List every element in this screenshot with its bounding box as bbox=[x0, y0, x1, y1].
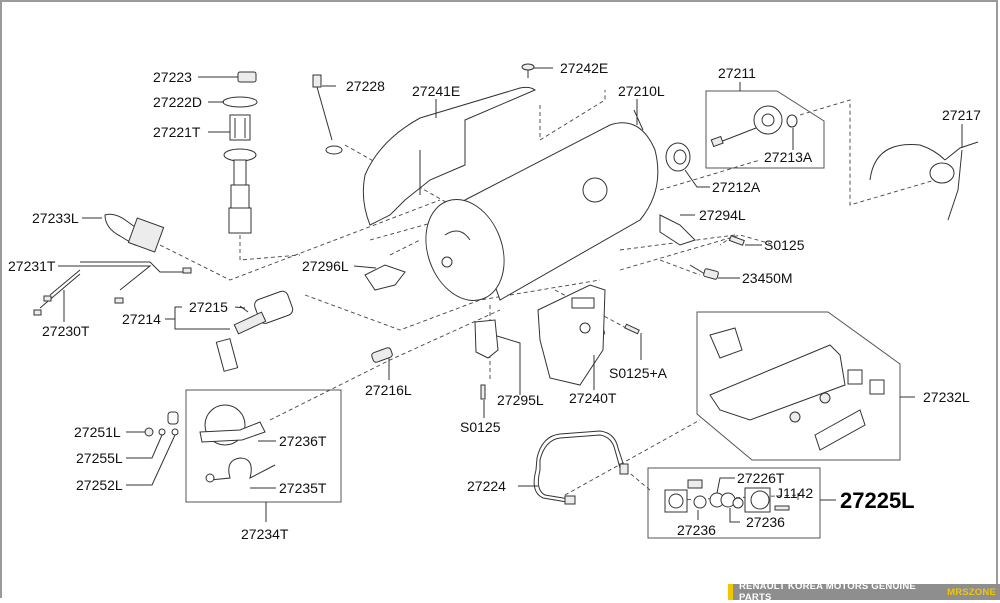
label-27236-right[interactable]: 27236 bbox=[746, 514, 785, 530]
label-27221T[interactable]: 27221T bbox=[153, 124, 201, 140]
label-27294L[interactable]: 27294L bbox=[699, 207, 746, 223]
label-27231T[interactable]: 27231T bbox=[8, 258, 56, 274]
label-27251L[interactable]: 27251L bbox=[74, 424, 121, 440]
footer-text: RENAULT KOREA MOTORS GENUINE PARTS bbox=[739, 581, 916, 603]
fuel-pump-module bbox=[222, 71, 258, 234]
label-S0125-right[interactable]: S0125 bbox=[764, 237, 805, 253]
screw-S0125A bbox=[624, 323, 640, 335]
sender-wire-27228 bbox=[312, 74, 343, 155]
bolt-S0125-right bbox=[728, 235, 745, 246]
leader-lines bbox=[58, 67, 963, 523]
label-27242E[interactable]: 27242E bbox=[560, 60, 608, 76]
bracket-27296L bbox=[364, 264, 406, 291]
label-27217[interactable]: 27217 bbox=[942, 107, 981, 123]
label-27234T[interactable]: 27234T bbox=[241, 526, 289, 542]
label-27224[interactable]: 27224 bbox=[467, 478, 506, 494]
label-27230T[interactable]: 27230T bbox=[42, 323, 90, 339]
drain-plug-27216L bbox=[371, 347, 393, 363]
valve-assembly-27225L bbox=[647, 467, 821, 539]
vent-pipe-27224 bbox=[533, 430, 629, 505]
label-27232L[interactable]: 27232L bbox=[923, 389, 970, 405]
label-27214[interactable]: 27214 bbox=[122, 311, 161, 327]
label-S0125-bottom[interactable]: S0125 bbox=[460, 419, 501, 435]
label-27252L[interactable]: 27252L bbox=[76, 477, 123, 493]
sender-assembly-27211 bbox=[705, 90, 825, 169]
label-27235T[interactable]: 27235T bbox=[279, 480, 327, 496]
label-27222D[interactable]: 27222D bbox=[153, 94, 202, 110]
cap-seals-27251L-27255L-27252L bbox=[144, 411, 179, 437]
fuel-pump-27214 bbox=[215, 290, 294, 372]
fuel-pipes-27231T-27230T bbox=[33, 261, 192, 316]
footer-banner: RENAULT KOREA MOTORS GENUINE PARTS MRSZO… bbox=[728, 581, 1000, 603]
label-27223[interactable]: 27223 bbox=[153, 69, 192, 85]
label-27255L[interactable]: 27255L bbox=[76, 450, 123, 466]
sensor-23450M bbox=[689, 264, 719, 280]
breather-hose-27217 bbox=[869, 141, 979, 221]
label-27225L-main[interactable]: 27225L bbox=[840, 488, 915, 513]
label-J1142[interactable]: J1142 bbox=[776, 485, 813, 501]
label-27241E[interactable]: 27241E bbox=[412, 83, 460, 99]
hose-kit-27234T bbox=[185, 389, 342, 503]
filler-hose-27233L bbox=[104, 213, 165, 253]
label-27295L[interactable]: 27295L bbox=[497, 392, 544, 408]
label-S0125A[interactable]: S0125+A bbox=[609, 365, 668, 381]
part-labels: 27223 27222D 27221T 27228 27241E 27242E … bbox=[8, 60, 981, 542]
label-23450M[interactable]: 23450M bbox=[742, 270, 793, 286]
label-27212A[interactable]: 27212A bbox=[712, 179, 761, 195]
label-27216L[interactable]: 27216L bbox=[365, 382, 412, 398]
fuel-tank-27210L bbox=[425, 109, 659, 301]
label-27228[interactable]: 27228 bbox=[346, 78, 385, 94]
label-27240T[interactable]: 27240T bbox=[569, 390, 617, 406]
support-27295L bbox=[474, 319, 499, 400]
heat-shield-27241E bbox=[362, 86, 536, 226]
footer-brand[interactable]: MRSZONE bbox=[947, 586, 996, 598]
label-27211[interactable]: 27211 bbox=[718, 65, 756, 81]
label-27236T[interactable]: 27236T bbox=[279, 433, 327, 449]
label-27213A[interactable]: 27213A bbox=[764, 149, 813, 165]
skid-plate-kit-27232L bbox=[696, 311, 901, 461]
clip-27242E bbox=[521, 63, 535, 78]
label-27215[interactable]: 27215 bbox=[189, 299, 228, 315]
label-27236-left[interactable]: 27236 bbox=[677, 522, 716, 538]
filler-neck-27212A bbox=[665, 142, 691, 172]
shield-27240T bbox=[537, 284, 606, 386]
label-27210L[interactable]: 27210L bbox=[618, 83, 665, 99]
label-27226T[interactable]: 27226T bbox=[737, 470, 785, 486]
label-27296L[interactable]: 27296L bbox=[302, 258, 349, 274]
bracket-27294L bbox=[659, 214, 696, 246]
label-27233L[interactable]: 27233L bbox=[32, 210, 79, 226]
